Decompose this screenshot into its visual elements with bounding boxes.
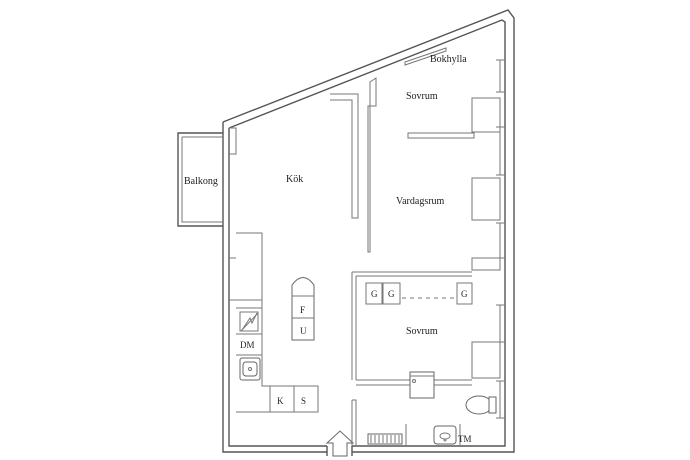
heater-icon [367,433,403,445]
toilet-icon [465,395,497,415]
room-label-vardagsrum: Vardagsrum [396,196,445,207]
fridge-icon [239,311,259,332]
stair-element [291,277,315,341]
fixture-label-g2: G [388,289,395,299]
fixture-label-s: S [301,396,306,406]
outer-walls [222,9,515,456]
bathroom [367,371,497,445]
fixture-label-f: F [300,305,305,315]
fixture-label-g3: G [461,289,468,299]
fixture-label-u: U [300,326,307,336]
sink-icon [239,357,261,381]
room-label-kok: Kök [286,174,303,185]
fixture-label-g1: G [371,289,378,299]
fixture-label-dm: DM [240,340,255,350]
room-label-sovrum-bottom: Sovrum [406,326,438,337]
room-label-balkong: Balkong [184,176,218,187]
wall-pillars [471,97,501,379]
wardrobes [365,282,473,305]
interior-walls [229,47,475,446]
washbasin-icon [433,425,457,445]
fixture-label-tm: TM [458,434,472,444]
room-label-sovrum-top: Sovrum [406,91,438,102]
fixture-label-k: K [277,396,284,406]
entrance-arrow-icon [325,430,355,457]
room-label-bokhylla: Bokhylla [430,54,467,65]
kitchen-counter [236,299,319,413]
balcony [177,132,223,227]
